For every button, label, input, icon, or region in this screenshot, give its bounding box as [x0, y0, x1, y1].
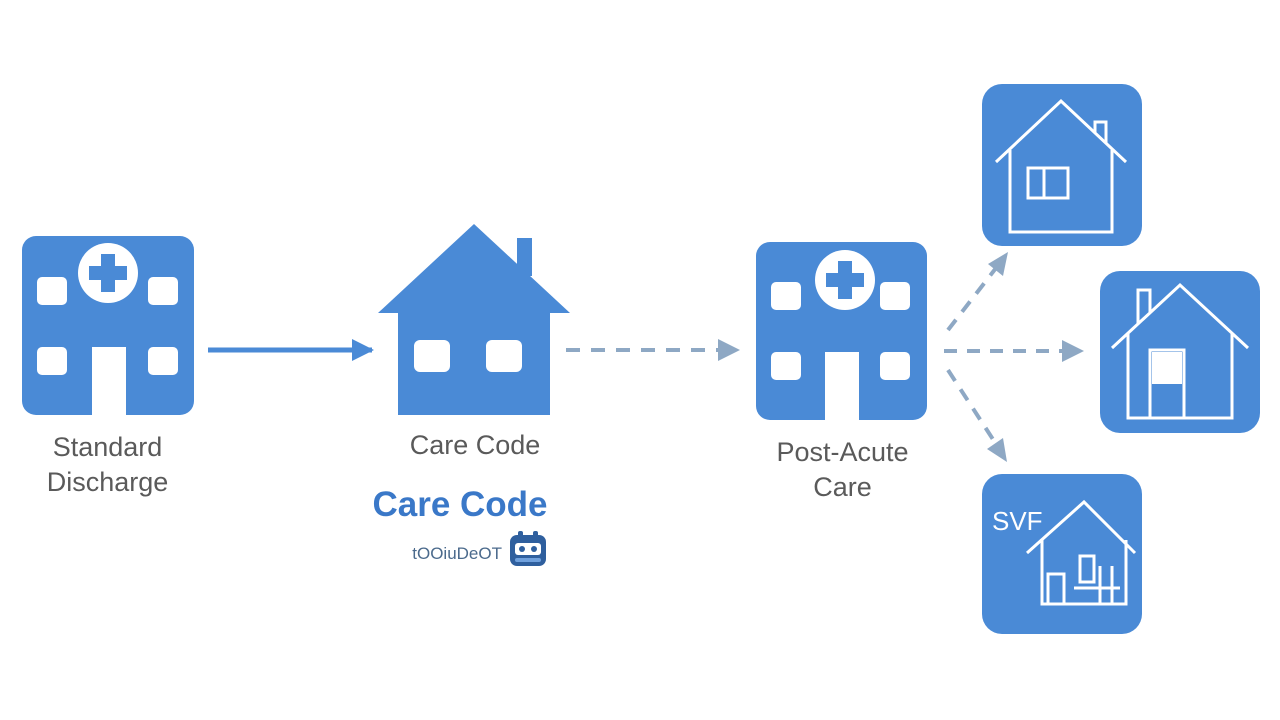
facility-label-text: SVF: [992, 506, 1043, 536]
node-label-line: Standard: [52, 432, 163, 462]
facility-outline-icon: [982, 474, 1142, 634]
hospital-icon: [756, 242, 927, 420]
brand-title: Care Code: [372, 485, 548, 524]
home-outline-icon: [982, 84, 1142, 246]
edge-dashed-arrow: [944, 340, 1084, 362]
app-badge-icon: [510, 531, 546, 566]
node-label-line: Care: [813, 472, 872, 502]
node-label-line: Discharge: [46, 467, 169, 497]
home-icon: [378, 224, 570, 415]
edge-dashed-arrow: [566, 339, 740, 361]
node-label-line: Post-Acute: [776, 437, 909, 467]
edge-dashed-arrow: [946, 252, 1008, 332]
hospital-icon: [22, 236, 194, 415]
node-label-care-code: Care Code: [409, 430, 541, 460]
node-label-standard-discharge: Standard Discharge: [20, 430, 195, 500]
edge-dashed-arrow: [946, 368, 1007, 462]
brand-caption: tOOiuDeOT: [412, 544, 502, 563]
home-outline-icon: [1100, 271, 1260, 433]
node-label-post-acute: Post-Acute Care: [745, 435, 940, 505]
edge-solid-arrow: [208, 339, 374, 361]
